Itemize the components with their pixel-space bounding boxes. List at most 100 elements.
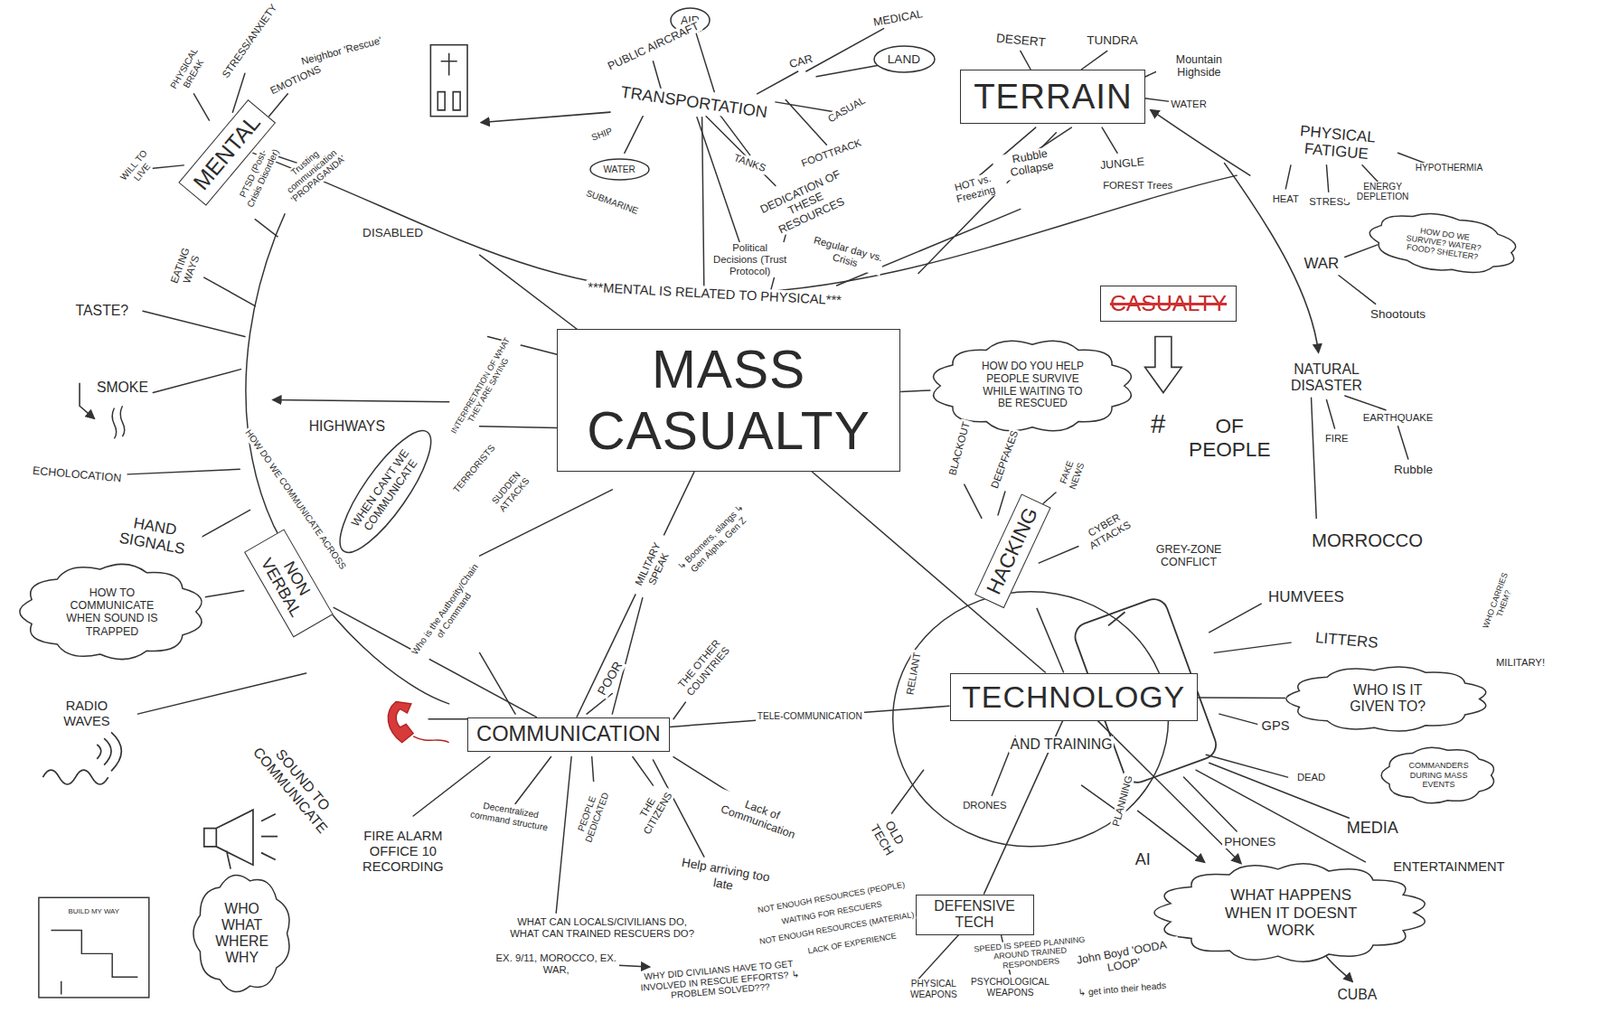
node-label: TERRAIN bbox=[971, 76, 1135, 117]
floor-plan-sketch bbox=[38, 897, 150, 998]
outlined-box: NON VERBAL bbox=[244, 529, 333, 639]
note-text: HAND SIGNALS bbox=[103, 509, 204, 562]
outlined-box: DEFENSIVE TECH bbox=[915, 894, 1035, 937]
note-text: CYBER ATTACKS bbox=[1072, 504, 1141, 557]
cloud-outline bbox=[192, 873, 292, 995]
cloud-outline bbox=[18, 563, 206, 661]
thought-cloud: WHO IS IT GIVEN TO? bbox=[1285, 666, 1490, 733]
church-building-icon bbox=[441, 53, 458, 76]
arrow bbox=[1326, 957, 1352, 982]
note-text: MEDICAL bbox=[870, 7, 926, 29]
note-text: EATING WAYS bbox=[167, 242, 205, 292]
oval-node: WATER bbox=[589, 158, 650, 181]
node-label: WHAT HAPPENS WHEN IT DOESNT WORK bbox=[1213, 886, 1369, 940]
node-label: TECHNOLOGY bbox=[960, 679, 1188, 716]
note-text: OLD TECH bbox=[864, 810, 912, 864]
outlined-box: HACKING bbox=[974, 493, 1052, 608]
red-telephone-icon bbox=[413, 736, 450, 744]
note-text: DISABLED bbox=[360, 225, 425, 241]
note-text: WHAT CAN LOCALS/CIVILIANS DO, WHAT CAN T… bbox=[503, 916, 702, 941]
note-text: ***MENTAL IS RELATED TO PHYSICAL*** bbox=[584, 279, 843, 309]
connector-line bbox=[205, 591, 245, 598]
note-text: HEAT bbox=[1270, 193, 1301, 206]
note-text: PEOPLE DEDICATED bbox=[571, 781, 613, 850]
note-text: ↳ get into their heads bbox=[1076, 980, 1169, 999]
note-text: HIGHWAYS bbox=[307, 418, 387, 435]
note-text: PHYSICAL WEAPONS bbox=[895, 978, 971, 1000]
radio-wave-symbol bbox=[42, 770, 108, 785]
note-text: NATURAL DISASTER bbox=[1279, 361, 1375, 395]
note-text: ENERGY DEPLETION bbox=[1345, 181, 1421, 203]
note-text: PLANNING bbox=[1109, 772, 1136, 830]
smartphone-outline bbox=[1105, 611, 1128, 626]
cloud-outline bbox=[933, 340, 1132, 432]
note-text: TERRORISTS bbox=[450, 442, 499, 498]
struck-out-box: CASUALTY bbox=[1100, 285, 1237, 322]
note-text: Shootouts bbox=[1368, 307, 1428, 322]
note-text: Mountain Highside bbox=[1156, 53, 1242, 80]
node-label: WHO WHAT WHERE WHY bbox=[215, 901, 269, 968]
oval-outline bbox=[874, 46, 935, 73]
node-label: COMMANDERS DURING MASS EVENTS bbox=[1407, 761, 1471, 790]
red-telephone-icon bbox=[387, 702, 449, 744]
note-text: FOOTTRACK bbox=[798, 136, 866, 170]
node-label: NON VERBAL bbox=[251, 536, 327, 631]
note-text: GREY-ZONE CONFLICT bbox=[1151, 543, 1227, 570]
note-text: FIRE bbox=[1323, 432, 1351, 445]
node-label: WATER bbox=[602, 164, 637, 176]
smoke-symbol bbox=[112, 405, 125, 439]
note-text: PSYCHOLOGICAL WEAPONS bbox=[967, 977, 1053, 998]
note-text: Neighbor 'Rescue' bbox=[298, 34, 386, 68]
note-text: WATER bbox=[1168, 98, 1208, 111]
note-text: THE OTHER COUNTRIES bbox=[670, 631, 737, 705]
note-text: BUILD MY WAY bbox=[66, 907, 122, 916]
node-label: WHO IS IT GIVEN TO? bbox=[1330, 682, 1446, 716]
node-label: COMMUNICATION bbox=[474, 722, 663, 747]
note-text: JUNGLE bbox=[1098, 154, 1148, 172]
note-text: Help arriving too late bbox=[669, 854, 780, 901]
red-telephone-icon bbox=[387, 702, 414, 744]
note-text: GPS bbox=[1260, 718, 1292, 735]
note-text: WAR bbox=[1301, 254, 1341, 273]
connector-arrow bbox=[1097, 721, 1241, 865]
note-text: CUBA bbox=[1335, 987, 1379, 1004]
outlined-box: COMMUNICATION bbox=[467, 717, 670, 753]
note-text: PHYSICAL FATIGUE bbox=[1277, 120, 1396, 166]
note-text: ECHOLOCATION bbox=[29, 463, 123, 485]
node-label: HOW DO YOU HELP PEOPLE SURVIVE WHILE WAI… bbox=[975, 360, 1091, 410]
mind-map-branch bbox=[555, 757, 572, 914]
thought-cloud: COMMANDERS DURING MASS EVENTS bbox=[1380, 746, 1497, 805]
node-label: CASUALTY bbox=[1108, 291, 1230, 318]
note-text: AI bbox=[1133, 850, 1153, 870]
church-building-icon bbox=[437, 92, 461, 111]
cloud-outline bbox=[1286, 667, 1487, 732]
oval-outline bbox=[590, 159, 650, 180]
down-arrow bbox=[1145, 336, 1183, 393]
note-text: ↳ Boomers, slangs ↳ Gen Alpha, Gen Z bbox=[669, 496, 760, 586]
connector-line bbox=[669, 705, 951, 727]
note-text: # bbox=[1148, 408, 1168, 440]
note-text: Regular day vs. Crisis bbox=[807, 234, 886, 277]
radio-wave-symbol bbox=[42, 732, 122, 785]
smoke-symbol bbox=[112, 405, 125, 439]
note-text: SUBMARINE bbox=[583, 187, 641, 217]
note-text: SMOKE bbox=[94, 379, 151, 396]
note-text: THE CITIZENS bbox=[629, 781, 678, 841]
note-text: FOREST Trees bbox=[1101, 179, 1175, 192]
arrow bbox=[79, 110, 1353, 982]
thought-cloud: HOW DO WE SURVIVE? WATER? FOOD? SHELTER? bbox=[1364, 203, 1524, 283]
note-text: RELIANT bbox=[903, 649, 923, 697]
note-text: LITTERS bbox=[1313, 629, 1382, 653]
note-text: SHIP bbox=[588, 125, 616, 144]
arrow bbox=[273, 399, 450, 402]
megaphone-icon bbox=[204, 809, 254, 869]
note-text: TUNDRA bbox=[1084, 33, 1139, 48]
thought-cloud: WHO WHAT WHERE WHY bbox=[192, 873, 292, 995]
note-text: CASUAL bbox=[824, 94, 869, 127]
node-label: DEFENSIVE TECH bbox=[922, 898, 1028, 932]
note-text: WHY DID CIVILIANS HAVE TO GET INVOLVED I… bbox=[630, 958, 810, 1006]
note-text: HOT vs. Freezing bbox=[940, 169, 1009, 209]
cloud-outline bbox=[19, 564, 202, 660]
note-text: MEDIA bbox=[1345, 818, 1401, 838]
